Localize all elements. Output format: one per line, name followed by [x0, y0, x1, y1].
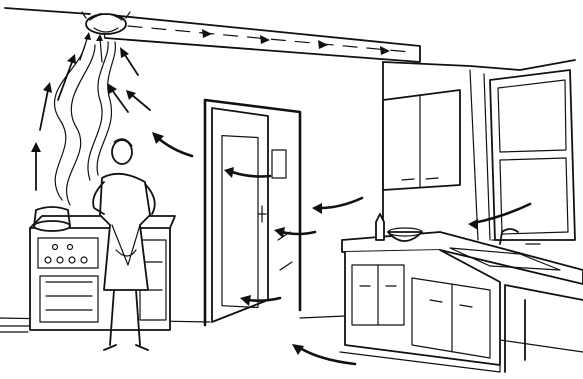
- floor-right: [500, 340, 583, 352]
- open-door: [205, 100, 300, 325]
- window-lower-pane: [500, 158, 568, 234]
- steam-arrow-shaft-2: [40, 90, 48, 130]
- steam-arrow-shaft-3: [58, 62, 72, 100]
- lower-cabinet-right: [505, 285, 583, 372]
- duct-arrow-4: [380, 46, 390, 55]
- stove-body: [30, 228, 170, 330]
- airflow-arrow-7: [478, 204, 530, 222]
- duct-arrow-1: [202, 29, 212, 38]
- steam-arrow-shaft-4: [112, 90, 128, 112]
- upper-cabinets: [383, 90, 460, 190]
- duct-airflow: [128, 26, 410, 52]
- window-curtain: [470, 70, 490, 240]
- airflow-arrow-head-3: [312, 203, 322, 214]
- woman-shoes: [104, 345, 148, 350]
- floor-line-left: [0, 326, 30, 332]
- door-hinge-marks: [278, 232, 292, 270]
- steam-arrow-head-2: [43, 82, 52, 93]
- range-stove: [30, 216, 175, 330]
- duct-arrow-2: [260, 35, 270, 44]
- ceiling-line-left: [5, 8, 90, 14]
- steam-arrow-shaft-5: [132, 95, 150, 110]
- pot-rim: [34, 221, 70, 231]
- steam-arrow-shaft-6: [125, 55, 138, 75]
- wall-switch: [272, 150, 286, 178]
- steam-arrow-head-1: [31, 142, 41, 152]
- steam-arrow-head-5: [126, 90, 136, 100]
- upper-cabinet-box: [383, 90, 460, 190]
- steam-wave-2: [67, 45, 95, 205]
- door-panel: [212, 108, 268, 322]
- airflow-arrow-1: [158, 138, 192, 156]
- steam-arrow-head-3: [67, 54, 76, 64]
- steam-arrow-head-6: [120, 47, 129, 58]
- bottle: [376, 214, 384, 240]
- countertop-items: [376, 214, 422, 241]
- airflow-arrow-4: [282, 232, 315, 234]
- airflow-arrow-3: [320, 198, 362, 208]
- ceiling-duct: [100, 14, 420, 62]
- window: [470, 70, 575, 240]
- duct-arrow-3: [318, 40, 328, 49]
- woman-head: [112, 140, 132, 164]
- faucet: [500, 229, 518, 244]
- exhaust-fan: [82, 12, 130, 34]
- window-upper-pane: [498, 80, 566, 152]
- airflow-arrow-6: [300, 348, 355, 364]
- fan-housing: [86, 14, 126, 34]
